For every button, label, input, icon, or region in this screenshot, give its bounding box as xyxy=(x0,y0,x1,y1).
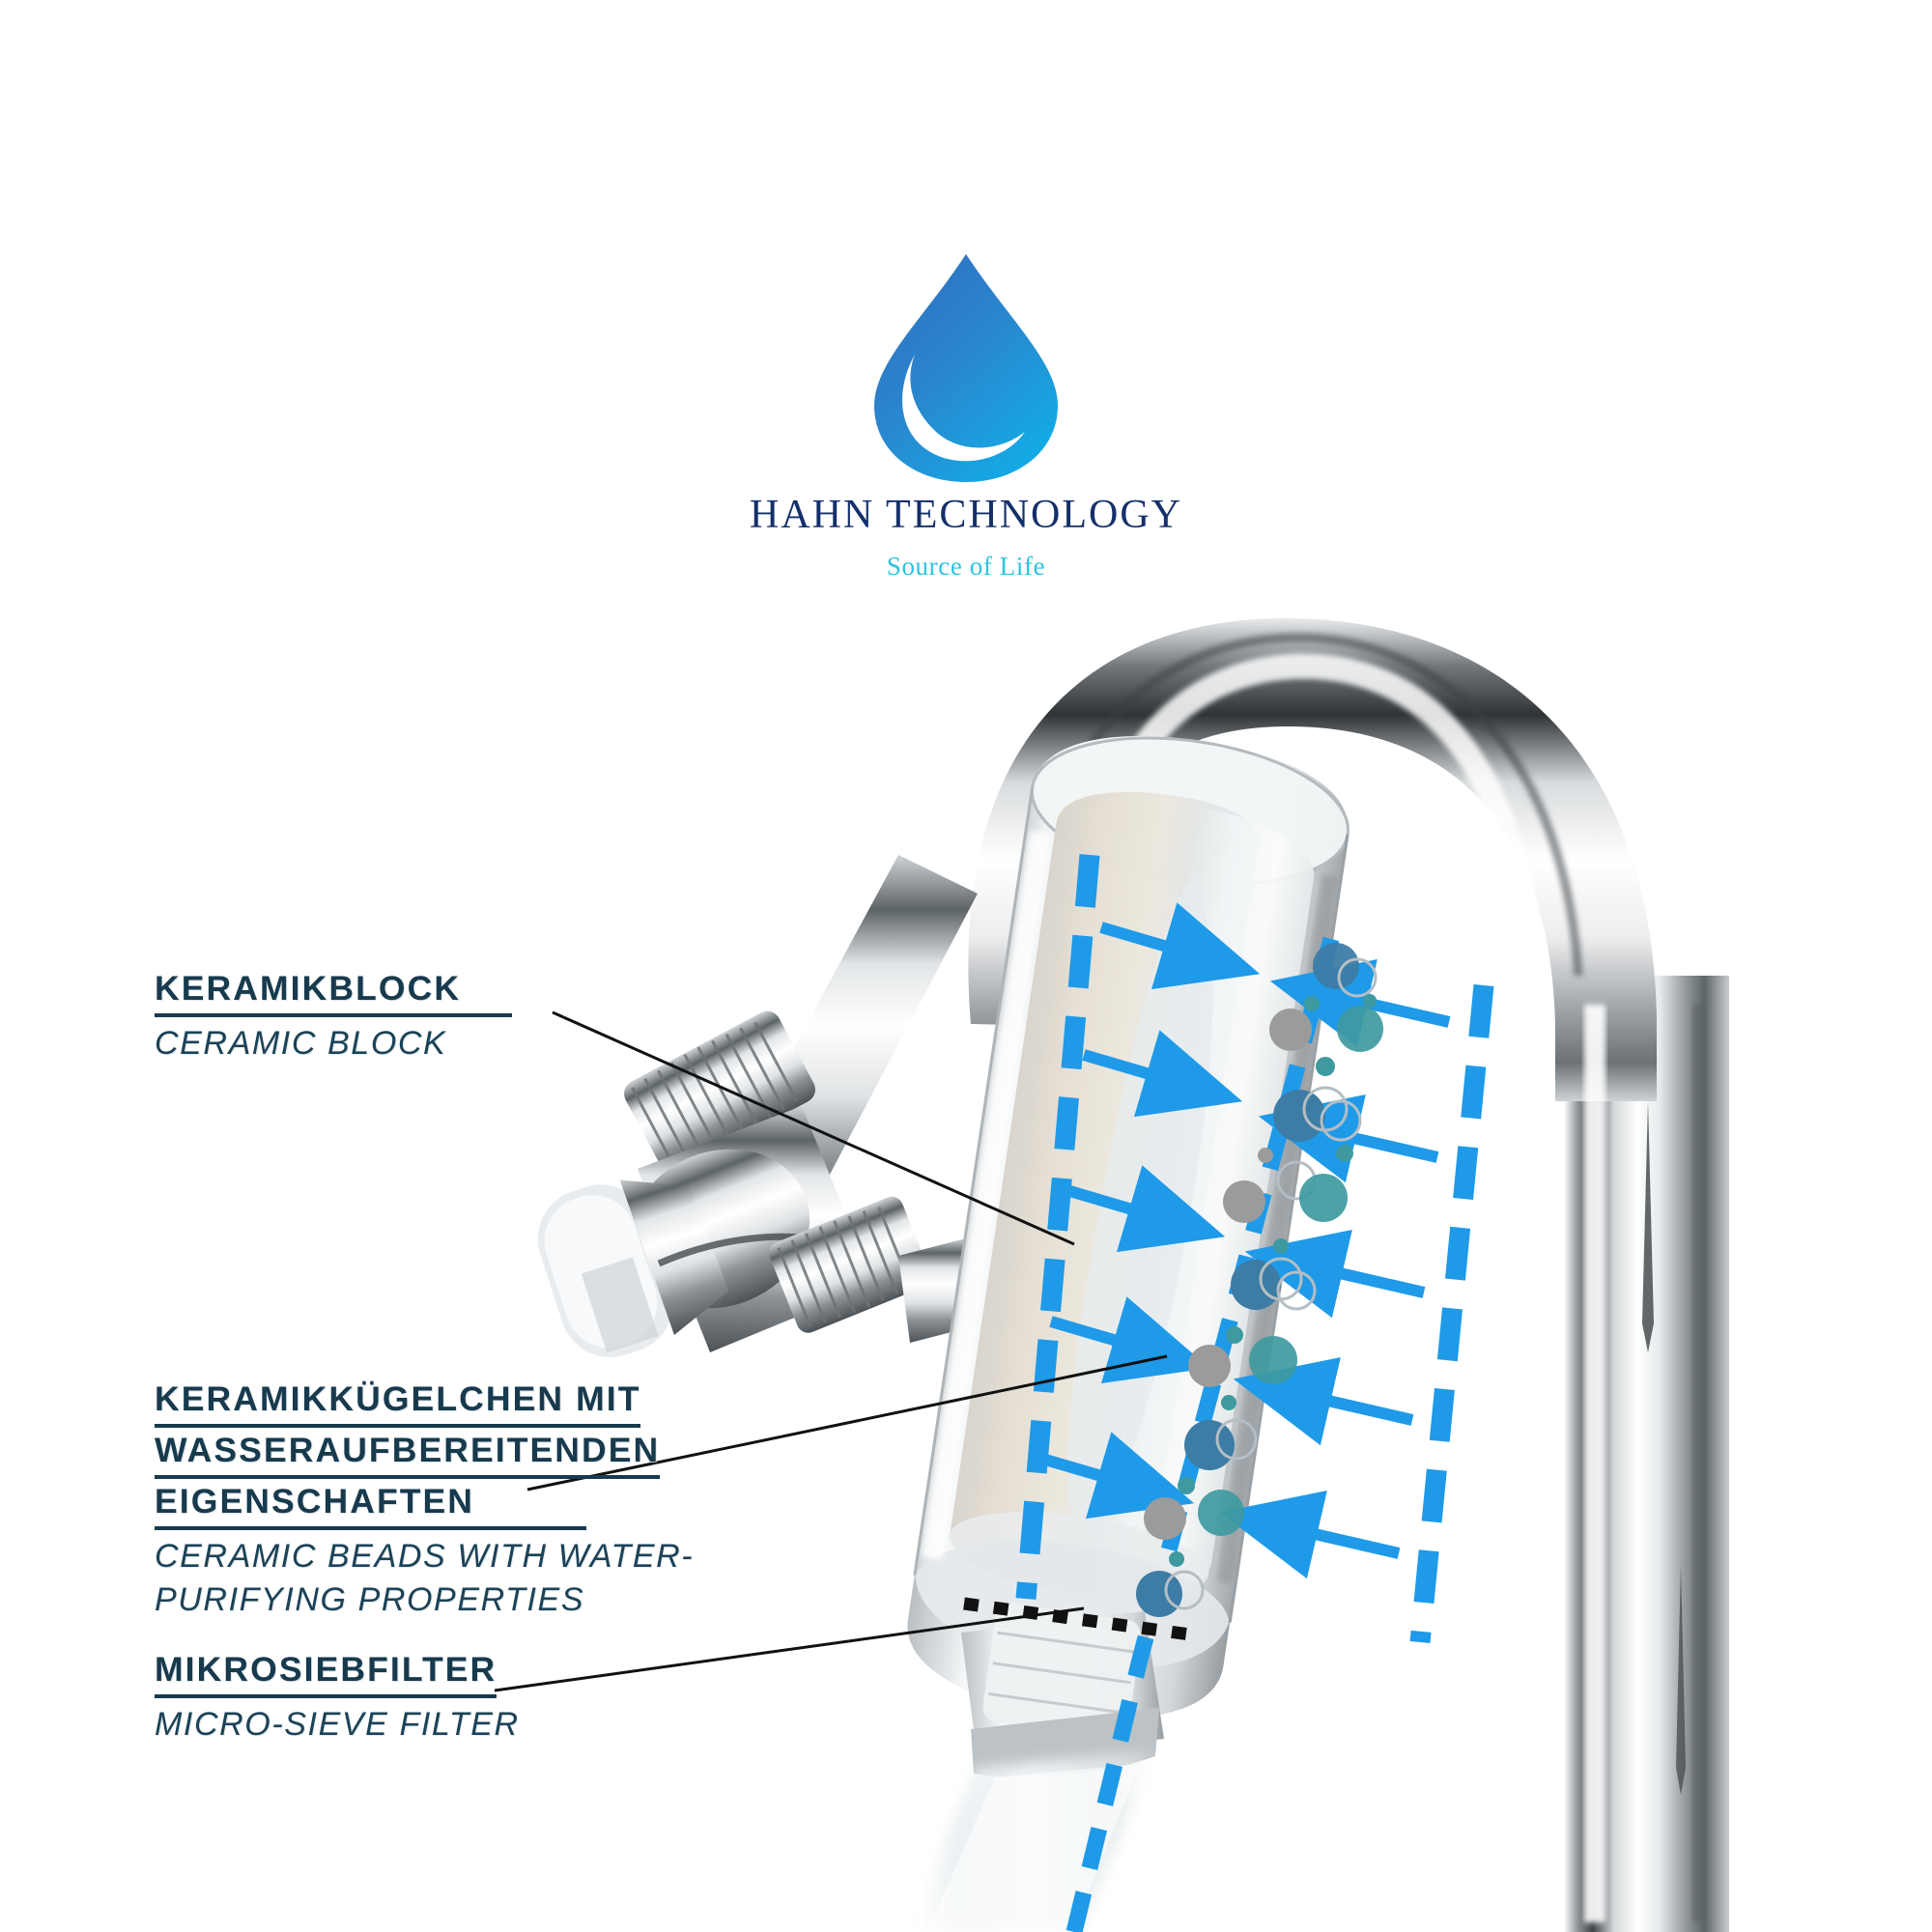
leader-micro-sieve xyxy=(494,1606,1085,1692)
callout-en-label: MICRO-SIEVE FILTER xyxy=(155,1706,520,1744)
callout-de-text: MIKROSIEBFILTER xyxy=(155,1647,497,1699)
callout-ceramic-block: KERAMIKBLOCK CERAMIC BLOCK xyxy=(155,966,512,1065)
callout-en-text-line2: PURIFYING PROPERTIES xyxy=(155,1580,585,1618)
leader-ceramic-block xyxy=(552,1010,1075,1246)
callout-de-text: KERAMIKBLOCK xyxy=(155,966,512,1018)
callout-ceramic-beads: KERAMIKKÜGELCHEN MIT WASSERAUFBEREITENDE… xyxy=(155,1377,694,1621)
callout-en-label: CERAMIC BLOCK xyxy=(155,1025,447,1063)
leader-ceramic-beads xyxy=(526,1354,1168,1492)
filter-housing xyxy=(907,736,1350,1719)
callout-de-text-line1: KERAMIKKÜGELCHEN MIT xyxy=(155,1377,641,1429)
brand-logo: HAHN TECHNOLOGY Source of Life xyxy=(0,246,1932,582)
micro-sieve-line xyxy=(963,1597,1191,1641)
callout-micro-sieve: MIKROSIEBFILTER MICRO-SIEVE FILTER xyxy=(155,1647,520,1746)
water-stream xyxy=(908,1750,1157,1932)
callout-en-text-line1: CERAMIC BEADS WITH WATER- xyxy=(155,1538,695,1576)
callout-de-text-line3: EIGENSCHAFTEN xyxy=(155,1479,586,1531)
brand-tagline: Source of Life xyxy=(886,552,1046,582)
leader-lines xyxy=(494,1010,1168,1692)
callout-de-label: KERAMIKKÜGELCHEN MIT WASSERAUFBEREITENDE… xyxy=(155,1377,694,1531)
water-flow-diagram xyxy=(963,854,1494,1932)
callout-de-label: KERAMIKBLOCK xyxy=(155,966,512,1018)
callout-de-text-line2: WASSERAUFBEREITENDEN xyxy=(155,1428,661,1480)
faucet-diverter-valve xyxy=(537,855,978,1358)
ceramic-beads xyxy=(1136,943,1383,1617)
callout-de-label: MIKROSIEBFILTER xyxy=(155,1647,520,1699)
water-drop-icon xyxy=(874,254,1058,482)
filter-outlet-nozzle xyxy=(961,1603,1164,1777)
brand-name: HAHN TECHNOLOGY xyxy=(749,493,1183,537)
callout-en-label: CERAMIC BEADS WITH WATER- PURIFYING PROP… xyxy=(155,1535,694,1620)
